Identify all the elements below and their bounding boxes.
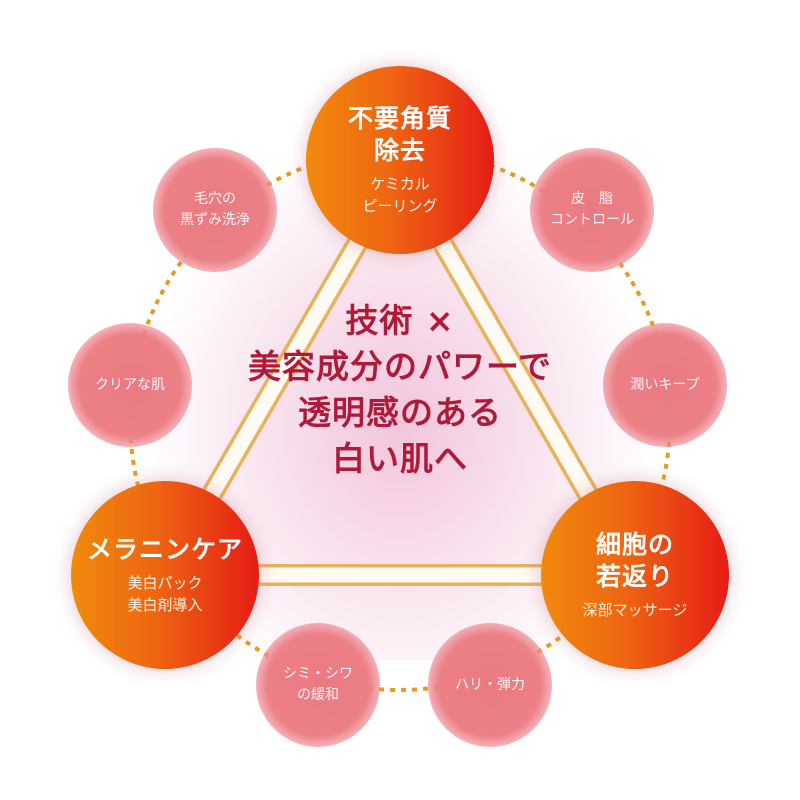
node-subtitle: 美白剤導入 — [127, 596, 203, 614]
headline-line: 技術 × — [345, 301, 455, 340]
benefit-sebum-control: 皮 脂 コントロール — [530, 148, 654, 272]
node-melanin-care: メラニンケア 美白パック 美白剤導入 — [71, 481, 259, 669]
benefit-spot-wrinkle-relief: シミ・シワ の緩和 — [256, 623, 380, 747]
benefit-label: の緩和 — [297, 687, 339, 703]
benefit-label: シミ・シワ — [283, 666, 353, 682]
triangle — [154, 159, 646, 586]
headline-line: 白い肌へ — [332, 439, 468, 478]
node-subtitle: 美白パック — [127, 574, 203, 592]
benefit-label: 毛穴の — [194, 191, 236, 207]
node-exfoliation: 不要角質 除去 ケミカル ピーリング — [306, 66, 494, 254]
node-subtitle: ピーリング — [362, 197, 438, 215]
benefit-label: ハリ・弾力 — [455, 676, 525, 693]
node-title: 細胞の — [595, 530, 674, 559]
node-title: メラニンケア — [86, 535, 243, 564]
node-subtitle: ケミカル — [370, 175, 430, 193]
benefit-label: クリアな肌 — [95, 376, 165, 393]
node-subtitle: 深部マッサージ — [582, 601, 688, 619]
benefit-firmness-elasticity: ハリ・弾力 — [428, 623, 552, 747]
node-title: 除去 — [373, 136, 426, 165]
headline-line: 美容成分のパワーで — [247, 347, 553, 386]
node-cell-rejuvenation: 細胞の 若返り 深部マッサージ — [541, 481, 729, 669]
benefit-clear-skin: クリアな肌 — [68, 323, 192, 447]
node-title: 不要角質 — [347, 104, 452, 133]
benefit-label: 黒ずみ洗浄 — [180, 212, 250, 228]
benefit-pore-cleansing: 毛穴の 黒ずみ洗浄 — [153, 148, 277, 272]
benefit-label: コントロール — [550, 212, 634, 228]
node-title: 若返り — [595, 562, 674, 591]
center-headline: 技術 × 美容成分のパワーで 透明感のある 白い肌へ — [190, 298, 610, 482]
benefit-label: 潤いキープ — [630, 376, 700, 393]
benefit-label: 皮 脂 — [571, 191, 613, 207]
benefit-moisture-keep: 潤いキープ — [603, 323, 727, 447]
headline-line: 透明感のある — [298, 393, 502, 432]
